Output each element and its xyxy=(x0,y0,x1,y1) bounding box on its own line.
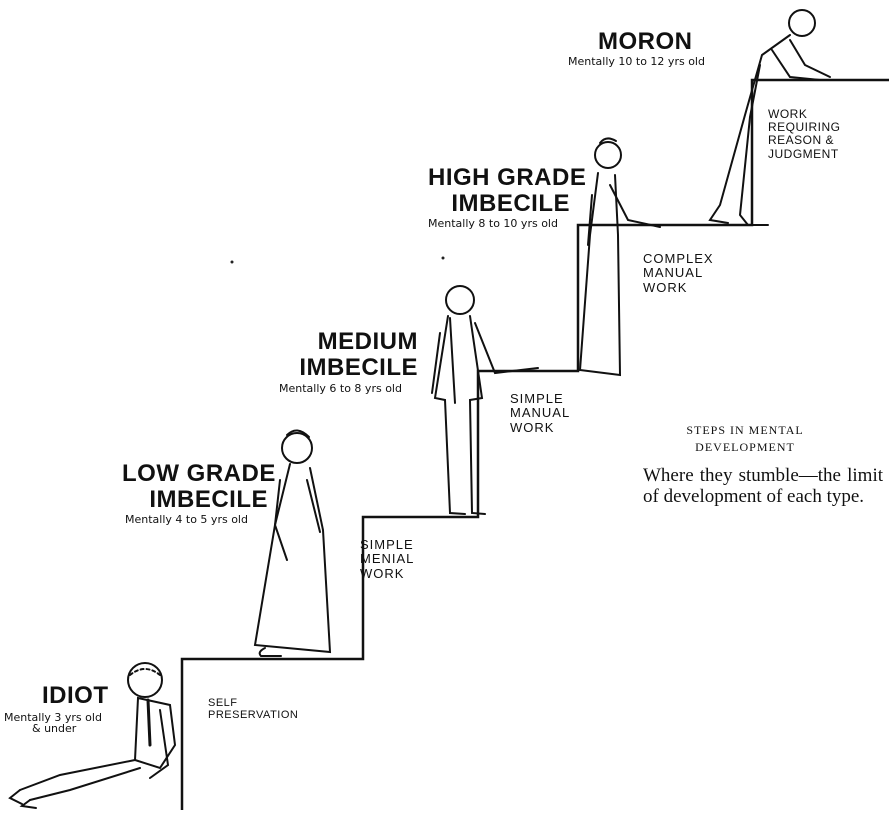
step-age-line: Mentally 6 to 8 yrs old xyxy=(279,383,402,394)
high-grade-imbecile-figure-illustration xyxy=(570,135,670,385)
step-title-line: MEDIUM xyxy=(290,330,418,354)
step-work-line: MENIAL xyxy=(360,552,414,566)
low-grade-imbecile-figure-illustration xyxy=(235,420,345,665)
standing-woman-looking-up-drawing xyxy=(570,135,670,380)
step-title-line: HIGH GRADE xyxy=(428,166,570,190)
step-work-line: WORK xyxy=(360,567,414,581)
step-idiot-work-label: SELF PRESERVATION xyxy=(208,697,298,721)
print-speck xyxy=(442,257,445,260)
step-moron-title: MORON xyxy=(598,30,693,54)
medium-imbecile-figure-illustration xyxy=(420,278,550,528)
step-high-grade-imbecile-age: Mentally 8 to 10 yrs old xyxy=(428,218,558,229)
step-age-line: Mentally 10 to 12 yrs old xyxy=(568,56,705,67)
step-medium-imbecile-age: Mentally 6 to 8 yrs old xyxy=(279,383,402,394)
step-title-line: MORON xyxy=(598,30,693,54)
step-low-grade-imbecile-work-label: SIMPLE MENIAL WORK xyxy=(360,538,414,581)
print-speck xyxy=(231,261,234,264)
caption-body: Where they stumble—the limit of developm… xyxy=(643,466,883,508)
step-title-line: IMBECILE xyxy=(290,356,418,380)
step-work-line: PRESERVATION xyxy=(208,709,298,721)
moron-figure-illustration xyxy=(690,5,840,240)
seated-figure-drawing xyxy=(0,650,190,810)
step-low-grade-imbecile-age: Mentally 4 to 5 yrs old xyxy=(125,514,248,525)
idiot-figure-illustration xyxy=(0,650,190,815)
step-title-line: IMBECILE xyxy=(428,192,570,216)
step-medium-imbecile-title: MEDIUM IMBECILE xyxy=(290,330,418,380)
step-work-line: SIMPLE xyxy=(360,538,414,552)
step-moron-age: Mentally 10 to 12 yrs old xyxy=(568,56,705,67)
step-age-line: Mentally 4 to 5 yrs old xyxy=(125,514,248,525)
step-age-line: Mentally 8 to 10 yrs old xyxy=(428,218,558,229)
standing-woman-drawing xyxy=(235,420,345,660)
leaning-man-drawing xyxy=(690,5,840,235)
step-high-grade-imbecile-title: HIGH GRADE IMBECILE xyxy=(428,166,570,216)
standing-man-drawing xyxy=(420,278,550,523)
caption-heading: STEPS IN MENTAL DEVELOPMENT xyxy=(650,422,840,457)
step-work-line: SELF xyxy=(208,697,298,709)
